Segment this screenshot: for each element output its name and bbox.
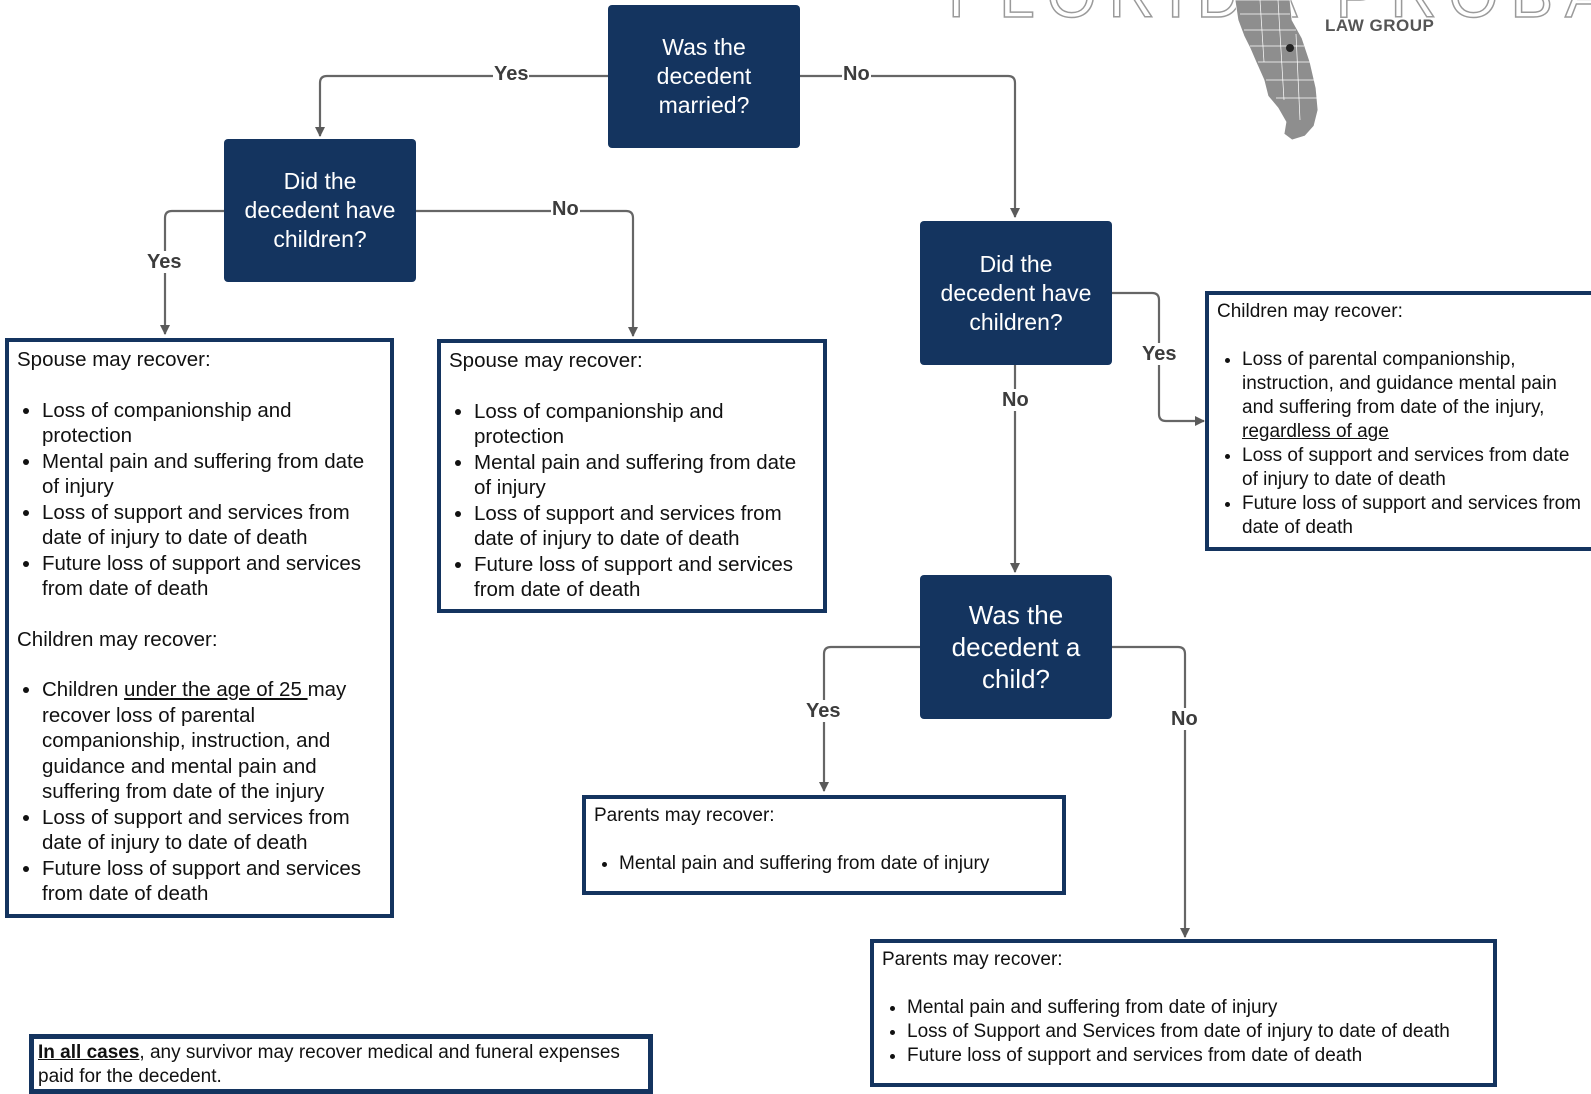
question-child: Was the decedent a child? (920, 575, 1112, 719)
box-parents-adult: Parents may recover: Mental pain and suf… (870, 939, 1497, 1087)
parents-heading: Parents may recover: (594, 805, 775, 826)
list-item: Loss of support and services from date o… (1242, 444, 1583, 492)
question-married-text: Was the decedent married? (656, 34, 752, 118)
parents-list: Mental pain and suffering from date of i… (882, 996, 1485, 1068)
note-text: , any survivor may recover medical and f… (38, 1042, 620, 1087)
list-item: Mental pain and suffering from date of i… (907, 996, 1485, 1020)
underlined-text: regardless of age (1242, 421, 1389, 442)
arrow-married-yes (315, 74, 608, 137)
question-children-unmarried-text: Did the decedent have children? (940, 250, 1092, 335)
label-children-unmarried-no: No (1001, 389, 1030, 411)
list-item: Future loss of support and services from… (474, 552, 815, 603)
label-children-unmarried-yes: Yes (1141, 343, 1178, 365)
list-item: Loss of parental companionship, instruct… (1242, 348, 1583, 444)
list-item: Loss of support and services from date o… (42, 500, 382, 551)
label-children-married-no: No (551, 198, 580, 220)
list-item: Mental pain and suffering from date of i… (619, 852, 1054, 876)
spouse-heading: Spouse may recover: (17, 348, 211, 371)
arrow-married-no (800, 74, 1020, 218)
spouse-heading: Spouse may recover: (449, 349, 643, 372)
question-children-unmarried: Did the decedent have children? (920, 221, 1112, 365)
list-item: Loss of companionship and protection (42, 398, 382, 449)
arrow-child-yes (819, 645, 921, 792)
label-child-no: No (1170, 708, 1199, 730)
list-item: Mental pain and suffering from date of i… (474, 450, 815, 501)
list-item: Loss of support and services from date o… (42, 805, 382, 856)
question-children-married: Did the decedent have children? (224, 139, 416, 282)
question-married: Was the decedent married? (608, 5, 800, 148)
spouse-list: Loss of companionship and protection Men… (449, 399, 815, 603)
parents-heading: Parents may recover: (882, 949, 1063, 970)
children-heading: Children may recover: (17, 627, 218, 651)
list-item: Loss of Support and Services from date o… (907, 1020, 1485, 1044)
list-item: Children under the age of 25 may recover… (42, 677, 382, 805)
label-child-yes: Yes (805, 700, 842, 722)
arrow-child-no (1112, 645, 1190, 938)
question-children-married-text: Did the decedent have children? (244, 168, 396, 252)
arrow-children-married-no (416, 209, 638, 337)
list-item: Future loss of support and services from… (1242, 492, 1583, 540)
list-item: Loss of companionship and protection (474, 399, 815, 450)
question-child-text: Was the decedent a child? (951, 600, 1081, 694)
children-heading: Children may recover: (1217, 301, 1403, 322)
label-married-yes: Yes (493, 63, 530, 85)
label-married-no: No (842, 63, 871, 85)
text-fragment: Children (42, 678, 125, 701)
arrow-children-married-yes (160, 209, 224, 335)
box-spouse-only: Spouse may recover: Loss of companionshi… (437, 339, 827, 613)
note-all-cases: In all cases, any survivor may recover m… (29, 1034, 653, 1094)
list-item: Loss of support and services from date o… (474, 501, 815, 552)
logo: FLORIDA PROBATE LAW GROUP (940, 0, 1591, 145)
parents-list: Mental pain and suffering from date of i… (594, 852, 1054, 876)
underlined-text: under the age of 25 (124, 678, 308, 701)
list-item: Future loss of support and services from… (42, 551, 382, 602)
list-item: Future loss of support and services from… (42, 856, 382, 907)
note-bold: In all cases (38, 1042, 140, 1063)
list-item: Mental pain and suffering from date of i… (42, 449, 382, 500)
children-list: Children under the age of 25 may recover… (17, 677, 382, 907)
label-children-married-yes: Yes (146, 251, 183, 273)
list-item: Future loss of support and services from… (907, 1044, 1485, 1068)
box-parents-child: Parents may recover: Mental pain and suf… (582, 795, 1066, 895)
text-fragment: may recover loss of parental companionsh… (42, 678, 347, 803)
spouse-list: Loss of companionship and protection Men… (17, 398, 382, 602)
box-spouse-and-children: Spouse may recover: Loss of companionshi… (5, 338, 394, 918)
box-children-only: Children may recover: Loss of parental c… (1205, 291, 1591, 551)
logo-subtitle: LAW GROUP (1325, 16, 1435, 35)
text-fragment: Loss of parental companionship, instruct… (1242, 349, 1557, 418)
florida-map-icon (1234, 0, 1319, 141)
children-list: Loss of parental companionship, instruct… (1217, 348, 1583, 540)
